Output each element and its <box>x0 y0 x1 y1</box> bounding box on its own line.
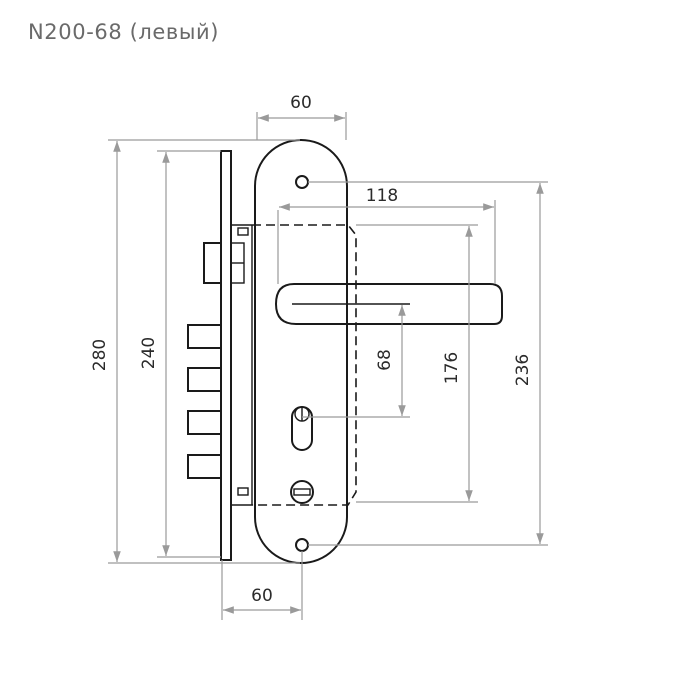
dim-label-total-height: 280 <box>90 339 110 371</box>
dim-handle-to-key: 68 <box>375 305 406 416</box>
dim-label-handle-to-bottom-screw: 176 <box>442 352 462 384</box>
body-screw-slot-bottom <box>237 487 249 496</box>
screw-hole-top <box>295 175 309 189</box>
dim-label-plate-width: 60 <box>290 93 312 113</box>
dead-bolt-3 <box>187 410 222 435</box>
dim-label-screw-spacing: 236 <box>513 354 533 386</box>
dead-bolt-2 <box>187 367 222 392</box>
escutcheon-plate <box>254 139 348 564</box>
dim-label-body-height: 240 <box>139 337 159 369</box>
thumb-turn <box>290 480 314 504</box>
body-screw-slot-top <box>237 227 249 236</box>
hidden-body-outline <box>252 224 357 506</box>
key-cylinder <box>291 406 313 451</box>
dim-lever-length: 118 <box>277 186 496 284</box>
handle-plate <box>252 139 503 564</box>
dim-label-handle-to-key: 68 <box>375 349 395 371</box>
dim-body-height: 240 <box>139 150 221 558</box>
lock-body <box>187 150 253 561</box>
lever-handle <box>274 283 503 325</box>
dim-screw-spacing: 236 <box>513 183 544 544</box>
dim-label-lever-length: 118 <box>366 186 398 206</box>
dim-total-height: 280 <box>90 139 300 564</box>
dim-label-backset: 60 <box>251 586 273 606</box>
dim-plate-width: 60 <box>256 93 347 140</box>
dead-bolt-4 <box>187 454 222 479</box>
lock-faceplate <box>220 150 232 561</box>
dim-handle-to-bottom-screw: 176 <box>442 226 473 501</box>
model-title: N200-68 (левый) <box>28 20 220 44</box>
dead-bolt-1 <box>187 324 222 349</box>
dim-backset: 60 <box>221 551 303 620</box>
screw-hole-bottom <box>295 538 309 552</box>
latch-bolt <box>203 242 245 284</box>
